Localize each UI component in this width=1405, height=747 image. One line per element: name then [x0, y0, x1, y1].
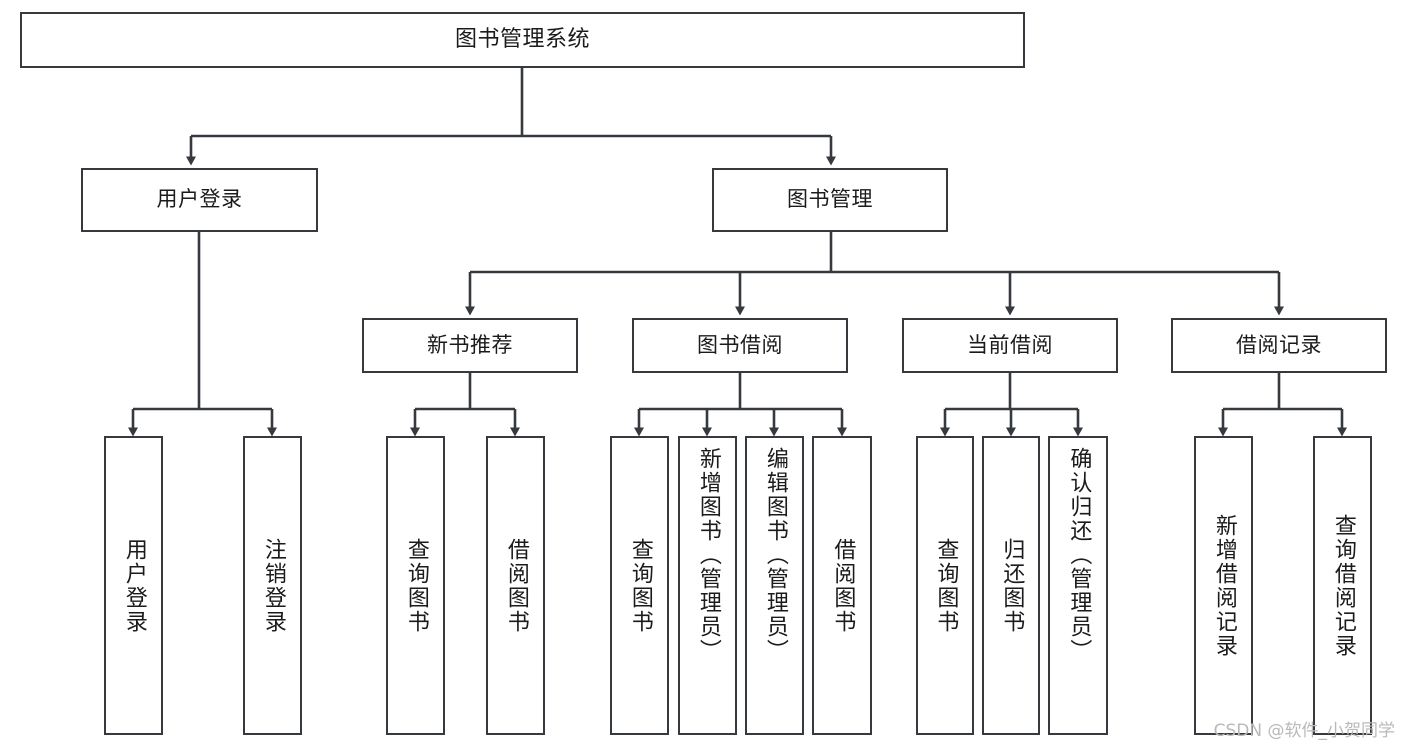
- node-label: 用户登录: [121, 537, 147, 634]
- leaf-borrow-query-book[interactable]: 查询图书: [610, 436, 669, 735]
- node-label: 新增借阅记录: [1211, 513, 1237, 658]
- node-label: 用户登录: [156, 187, 243, 212]
- node-label: 借阅图书: [503, 537, 529, 634]
- leaf-new-book-borrow-book[interactable]: 借阅图书: [486, 436, 545, 735]
- leaf-current-confirm-return-admin[interactable]: 确认归还（管理员）: [1048, 436, 1108, 735]
- leaf-user-login-logout[interactable]: 注销登录: [243, 436, 302, 735]
- node-user-login[interactable]: 用户登录: [81, 168, 318, 232]
- node-book-management[interactable]: 图书管理: [712, 168, 948, 232]
- node-label: 新书推荐: [427, 332, 513, 357]
- node-label: 图书管理: [787, 187, 873, 212]
- node-label: 当前借阅: [967, 332, 1053, 357]
- node-label: 确认归还（管理员）: [1066, 447, 1092, 663]
- leaf-record-query-borrow-record[interactable]: 查询借阅记录: [1313, 436, 1372, 735]
- node-label: 图书管理系统: [454, 26, 590, 52]
- node-root-book-management-system[interactable]: 图书管理系统: [20, 12, 1025, 68]
- node-label: 查询图书: [403, 537, 429, 634]
- node-label: 编辑图书（管理员）: [762, 447, 788, 663]
- leaf-borrow-borrow-book[interactable]: 借阅图书: [812, 436, 872, 735]
- leaf-borrow-edit-book-admin[interactable]: 编辑图书（管理员）: [745, 436, 804, 735]
- node-new-book-recommendation[interactable]: 新书推荐: [362, 318, 578, 373]
- node-label: 注销登录: [260, 537, 286, 634]
- node-label: 归还图书: [999, 537, 1025, 634]
- node-book-borrowing[interactable]: 图书借阅: [632, 318, 848, 373]
- node-label: 借阅记录: [1236, 332, 1322, 357]
- leaf-new-book-query-book[interactable]: 查询图书: [386, 436, 445, 735]
- node-current-borrowing[interactable]: 当前借阅: [902, 318, 1118, 373]
- node-label: 查询图书: [627, 537, 653, 634]
- leaf-current-query-book[interactable]: 查询图书: [916, 436, 974, 735]
- node-borrowing-records[interactable]: 借阅记录: [1171, 318, 1387, 373]
- node-label: 借阅图书: [830, 537, 856, 634]
- leaf-user-login-login[interactable]: 用户登录: [104, 436, 163, 735]
- node-label: 查询图书: [933, 537, 959, 634]
- node-label: 图书借阅: [697, 332, 783, 357]
- leaf-borrow-add-book-admin[interactable]: 新增图书（管理员）: [678, 436, 737, 735]
- node-label: 新增图书（管理员）: [695, 447, 721, 663]
- watermark-text: CSDN @软件_小贺同学: [1213, 721, 1395, 741]
- node-label: 查询借阅记录: [1330, 513, 1356, 658]
- leaf-record-add-borrow-record[interactable]: 新增借阅记录: [1194, 436, 1253, 735]
- leaf-current-return-book[interactable]: 归还图书: [982, 436, 1040, 735]
